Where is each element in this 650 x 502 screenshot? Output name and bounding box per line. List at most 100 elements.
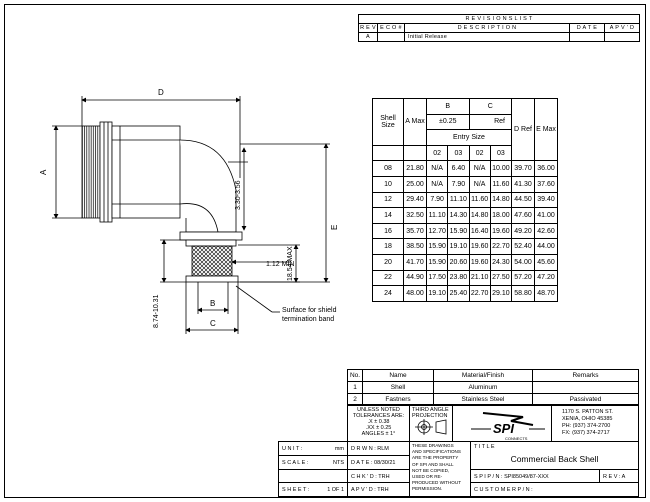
spi-pn-field: S P I P / N : SPI85049/87-XXX: [470, 469, 600, 483]
dimension-cell: 25.00: [403, 175, 427, 193]
scale-field: S C A L E :NTS: [278, 455, 348, 470]
material-remarks: [532, 381, 639, 394]
dimension-cell: 12.70: [425, 222, 449, 240]
date-field: D A T E : 08/30/21: [347, 455, 410, 470]
material-row: 1 Shell Aluminum: [347, 381, 639, 394]
tolerance-header: ±0.25: [426, 113, 470, 131]
address-line: XENIA, OHIO 45385: [562, 416, 613, 422]
approved-header: A P V ' D: [604, 23, 640, 33]
a-max-header: A Max: [403, 98, 427, 146]
customer-pn-label: C U S T O M E R P / N :: [474, 487, 533, 493]
customer-pn-field: C U S T O M E R P / N :: [470, 482, 639, 497]
materials-table: No. Name Material/Finish Remarks 1 Shell…: [347, 369, 639, 406]
name-header: Name: [362, 369, 434, 382]
dim-side-label: 8.74-10.31: [153, 294, 160, 328]
tolerance-line: TOLERANCES ARE:: [352, 413, 405, 419]
connector-drawing: D A 3.30-3.56 1.12 MIN 18.54 MAX E B C 8…: [39, 88, 339, 334]
dim-d-label: D: [158, 88, 164, 97]
property-line: NOT BE COPIED,: [412, 467, 450, 473]
rev-label: R E V :: [603, 474, 621, 480]
blank-cell: [403, 144, 427, 162]
dimension-cell: 48.00: [403, 285, 427, 302]
dimension-cell: 47.20: [534, 269, 558, 287]
drawn-value: RLM: [377, 446, 389, 452]
dimension-table: Shell Size A Max B C D Ref E Max ±0.25 R…: [372, 97, 558, 302]
dimension-cell: 11.60: [489, 175, 513, 193]
dimension-cell: 22: [372, 269, 404, 287]
rev-field: R E V : A: [599, 469, 639, 483]
dimension-cell: 23.80: [447, 269, 470, 287]
d-ref-header: D Ref: [511, 97, 535, 162]
dimension-cell: 19.60: [468, 253, 491, 271]
no-header: No.: [347, 369, 363, 382]
dimension-cell: 45.60: [534, 253, 558, 271]
dimension-cell: 24: [372, 285, 404, 302]
spi-pn-value: SPI85049/87-XXX: [504, 474, 549, 480]
projection-line: PROJECTION: [412, 413, 448, 419]
dimension-cell: 15.90: [447, 222, 470, 240]
dimension-cell: 11.10: [425, 207, 449, 224]
dimension-cell: N/A: [468, 160, 491, 177]
dim-min-label: 1.12 MIN: [266, 261, 294, 268]
third-angle-projection-icon: [415, 419, 447, 435]
address-line: FX: (937) 374-2717: [562, 430, 610, 436]
dim-a-label: A: [39, 169, 48, 175]
drawing-sheet: [4, 4, 646, 498]
revision-approved: [604, 32, 640, 42]
address-block: 1170 S. PATTON ST. XENIA, OHIO 45385 PH:…: [551, 404, 639, 442]
tolerance-line: .X ± 0.38: [367, 419, 390, 425]
property-line: PERMISSION.: [412, 486, 443, 492]
dimension-cell: 22.70: [468, 285, 491, 302]
entry-03-c: 03: [489, 144, 513, 162]
entry-size-header: Entry Size: [426, 129, 512, 146]
dimension-cell: 27.50: [489, 269, 513, 287]
dimension-cell: 25.40: [447, 285, 470, 302]
dimension-cell: 58.80: [511, 285, 535, 302]
dimension-cell: 14: [372, 207, 404, 224]
dimension-cell: 35.70: [403, 222, 427, 240]
dimension-cell: 29.40: [403, 191, 427, 209]
entry-03-b: 03: [447, 144, 470, 162]
drawing-title: Commercial Back Shell: [510, 454, 599, 464]
approved-value: TRH: [377, 487, 389, 493]
dimension-cell: 44.90: [403, 269, 427, 287]
dimension-cell: 17.50: [425, 269, 449, 287]
dim-max-label: 18.54 MAX: [287, 246, 294, 281]
dimension-cell: 12: [372, 191, 404, 209]
sheet-field: S H E E T :1 OF 1: [278, 482, 348, 497]
checked-value: TRH: [378, 474, 390, 480]
dimension-cell: 39.70: [511, 160, 535, 177]
dimension-cell: 08: [372, 160, 404, 177]
description-header: D E S C R I P T I O N: [404, 23, 570, 33]
scale-label: S C A L E :: [282, 460, 309, 466]
logo-text: SPI: [493, 421, 514, 436]
property-line: AND SPECIFICATIONS: [412, 449, 461, 455]
dim-b-label: B: [210, 299, 215, 308]
dim-height-label: 3.30-3.56: [235, 180, 242, 210]
dimension-cell: 18.00: [489, 207, 513, 224]
dimension-cell: 11.60: [468, 191, 491, 209]
revisions-title: R E V I S I O N S L I S T: [358, 14, 640, 24]
dimension-cell: 19.10: [447, 238, 470, 255]
date-label: D A T E :: [351, 460, 373, 466]
tolerance-line: .XX ± 0.25: [365, 425, 392, 431]
dimension-cell: 19.10: [425, 285, 449, 302]
date-header: D A T E: [569, 23, 605, 33]
dimension-cell: 48.70: [534, 285, 558, 302]
dimension-cell: 47.60: [511, 207, 535, 224]
dimension-cell: 10.00: [489, 160, 513, 177]
dimension-cell: 54.00: [511, 253, 535, 271]
spi-pn-label: S P I P / N :: [474, 474, 503, 480]
property-line: THESE DRAWINGS: [412, 443, 454, 448]
spi-logo: SPI CONNECTS: [452, 404, 552, 442]
dimension-cell: 41.00: [534, 207, 558, 224]
dimension-cell: 7.90: [425, 191, 449, 209]
dimension-cell: N/A: [425, 175, 449, 193]
property-line: PRODUCED WITHOUT: [412, 480, 461, 486]
